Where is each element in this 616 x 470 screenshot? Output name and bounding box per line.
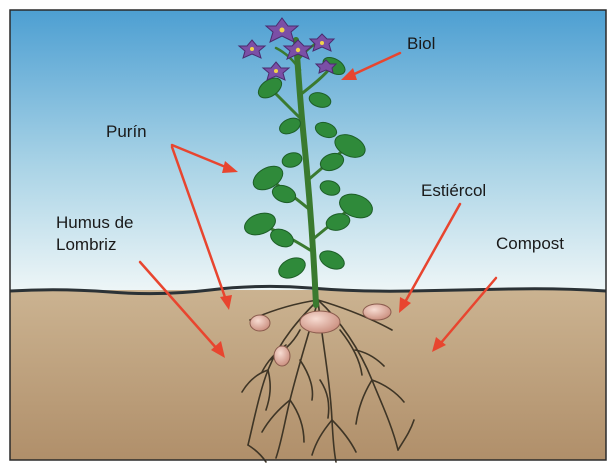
tuber bbox=[363, 304, 391, 320]
label-humus-line1: Humus de bbox=[56, 212, 133, 233]
tuber bbox=[250, 315, 270, 331]
tuber bbox=[300, 311, 340, 333]
tuber bbox=[274, 346, 290, 366]
label-humus-line2: Lombriz bbox=[56, 234, 116, 255]
label-purin: Purín bbox=[106, 121, 147, 142]
label-estiercol: Estiércol bbox=[421, 180, 486, 201]
label-biol: Biol bbox=[407, 33, 435, 54]
label-compost: Compost bbox=[496, 233, 564, 254]
